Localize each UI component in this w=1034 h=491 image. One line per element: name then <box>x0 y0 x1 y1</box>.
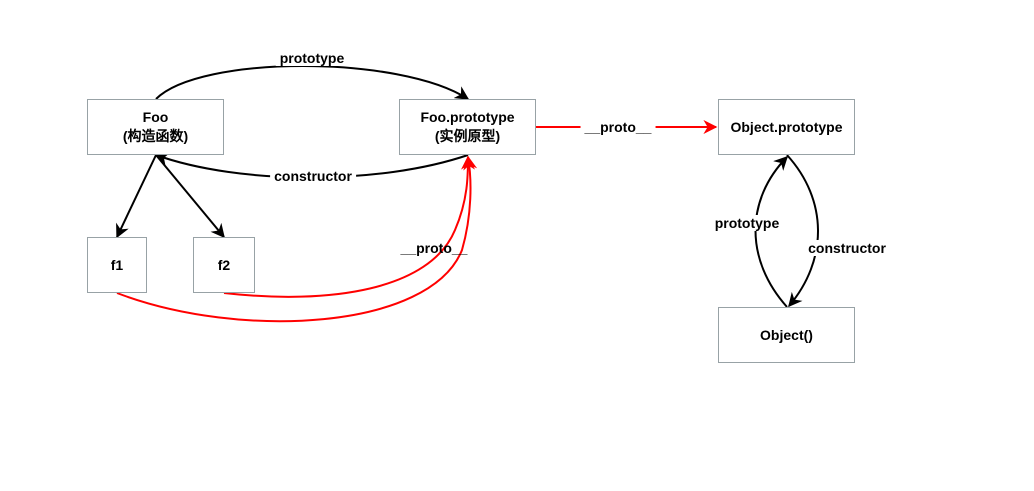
node-f2: f2 <box>193 237 255 293</box>
node-foo: Foo (构造函数) <box>87 99 224 155</box>
node-foo-prototype-name: Foo.prototype <box>420 109 515 125</box>
edge-foo-prototype <box>155 65 470 100</box>
node-f2-name: f2 <box>217 256 231 273</box>
node-object-name: Object() <box>760 326 813 343</box>
node-f1-name: f1 <box>110 256 124 273</box>
edge-objproto-constructor <box>786 154 819 308</box>
label-prototype-constructor: constructor <box>270 168 356 184</box>
node-f1: f1 <box>87 237 147 293</box>
label-object-prototype: prototype <box>710 215 784 231</box>
label-objproto-constructor: constructor <box>804 240 890 256</box>
node-foo-name: Foo <box>142 109 169 125</box>
edge-object-prototype <box>754 155 788 308</box>
label-instances-proto: __proto__ <box>400 240 468 256</box>
node-object-prototype-name: Object.prototype <box>730 118 843 135</box>
node-object: Object() <box>718 307 855 363</box>
edge-f1-proto <box>116 155 478 323</box>
edge-f2-proto <box>223 155 475 298</box>
label-fooproto-objproto: __proto__ <box>580 119 656 135</box>
node-object-prototype: Object.prototype <box>718 99 855 155</box>
node-foo-subtitle: (构造函数) <box>122 128 189 144</box>
node-foo-prototype-subtitle: (实例原型) <box>434 128 501 144</box>
label-foo-prototype: prototype <box>275 50 349 66</box>
edge-foo-f1 <box>116 154 157 239</box>
node-foo-prototype: Foo.prototype (实例原型) <box>399 99 536 155</box>
edge-foo-f2 <box>155 154 225 239</box>
